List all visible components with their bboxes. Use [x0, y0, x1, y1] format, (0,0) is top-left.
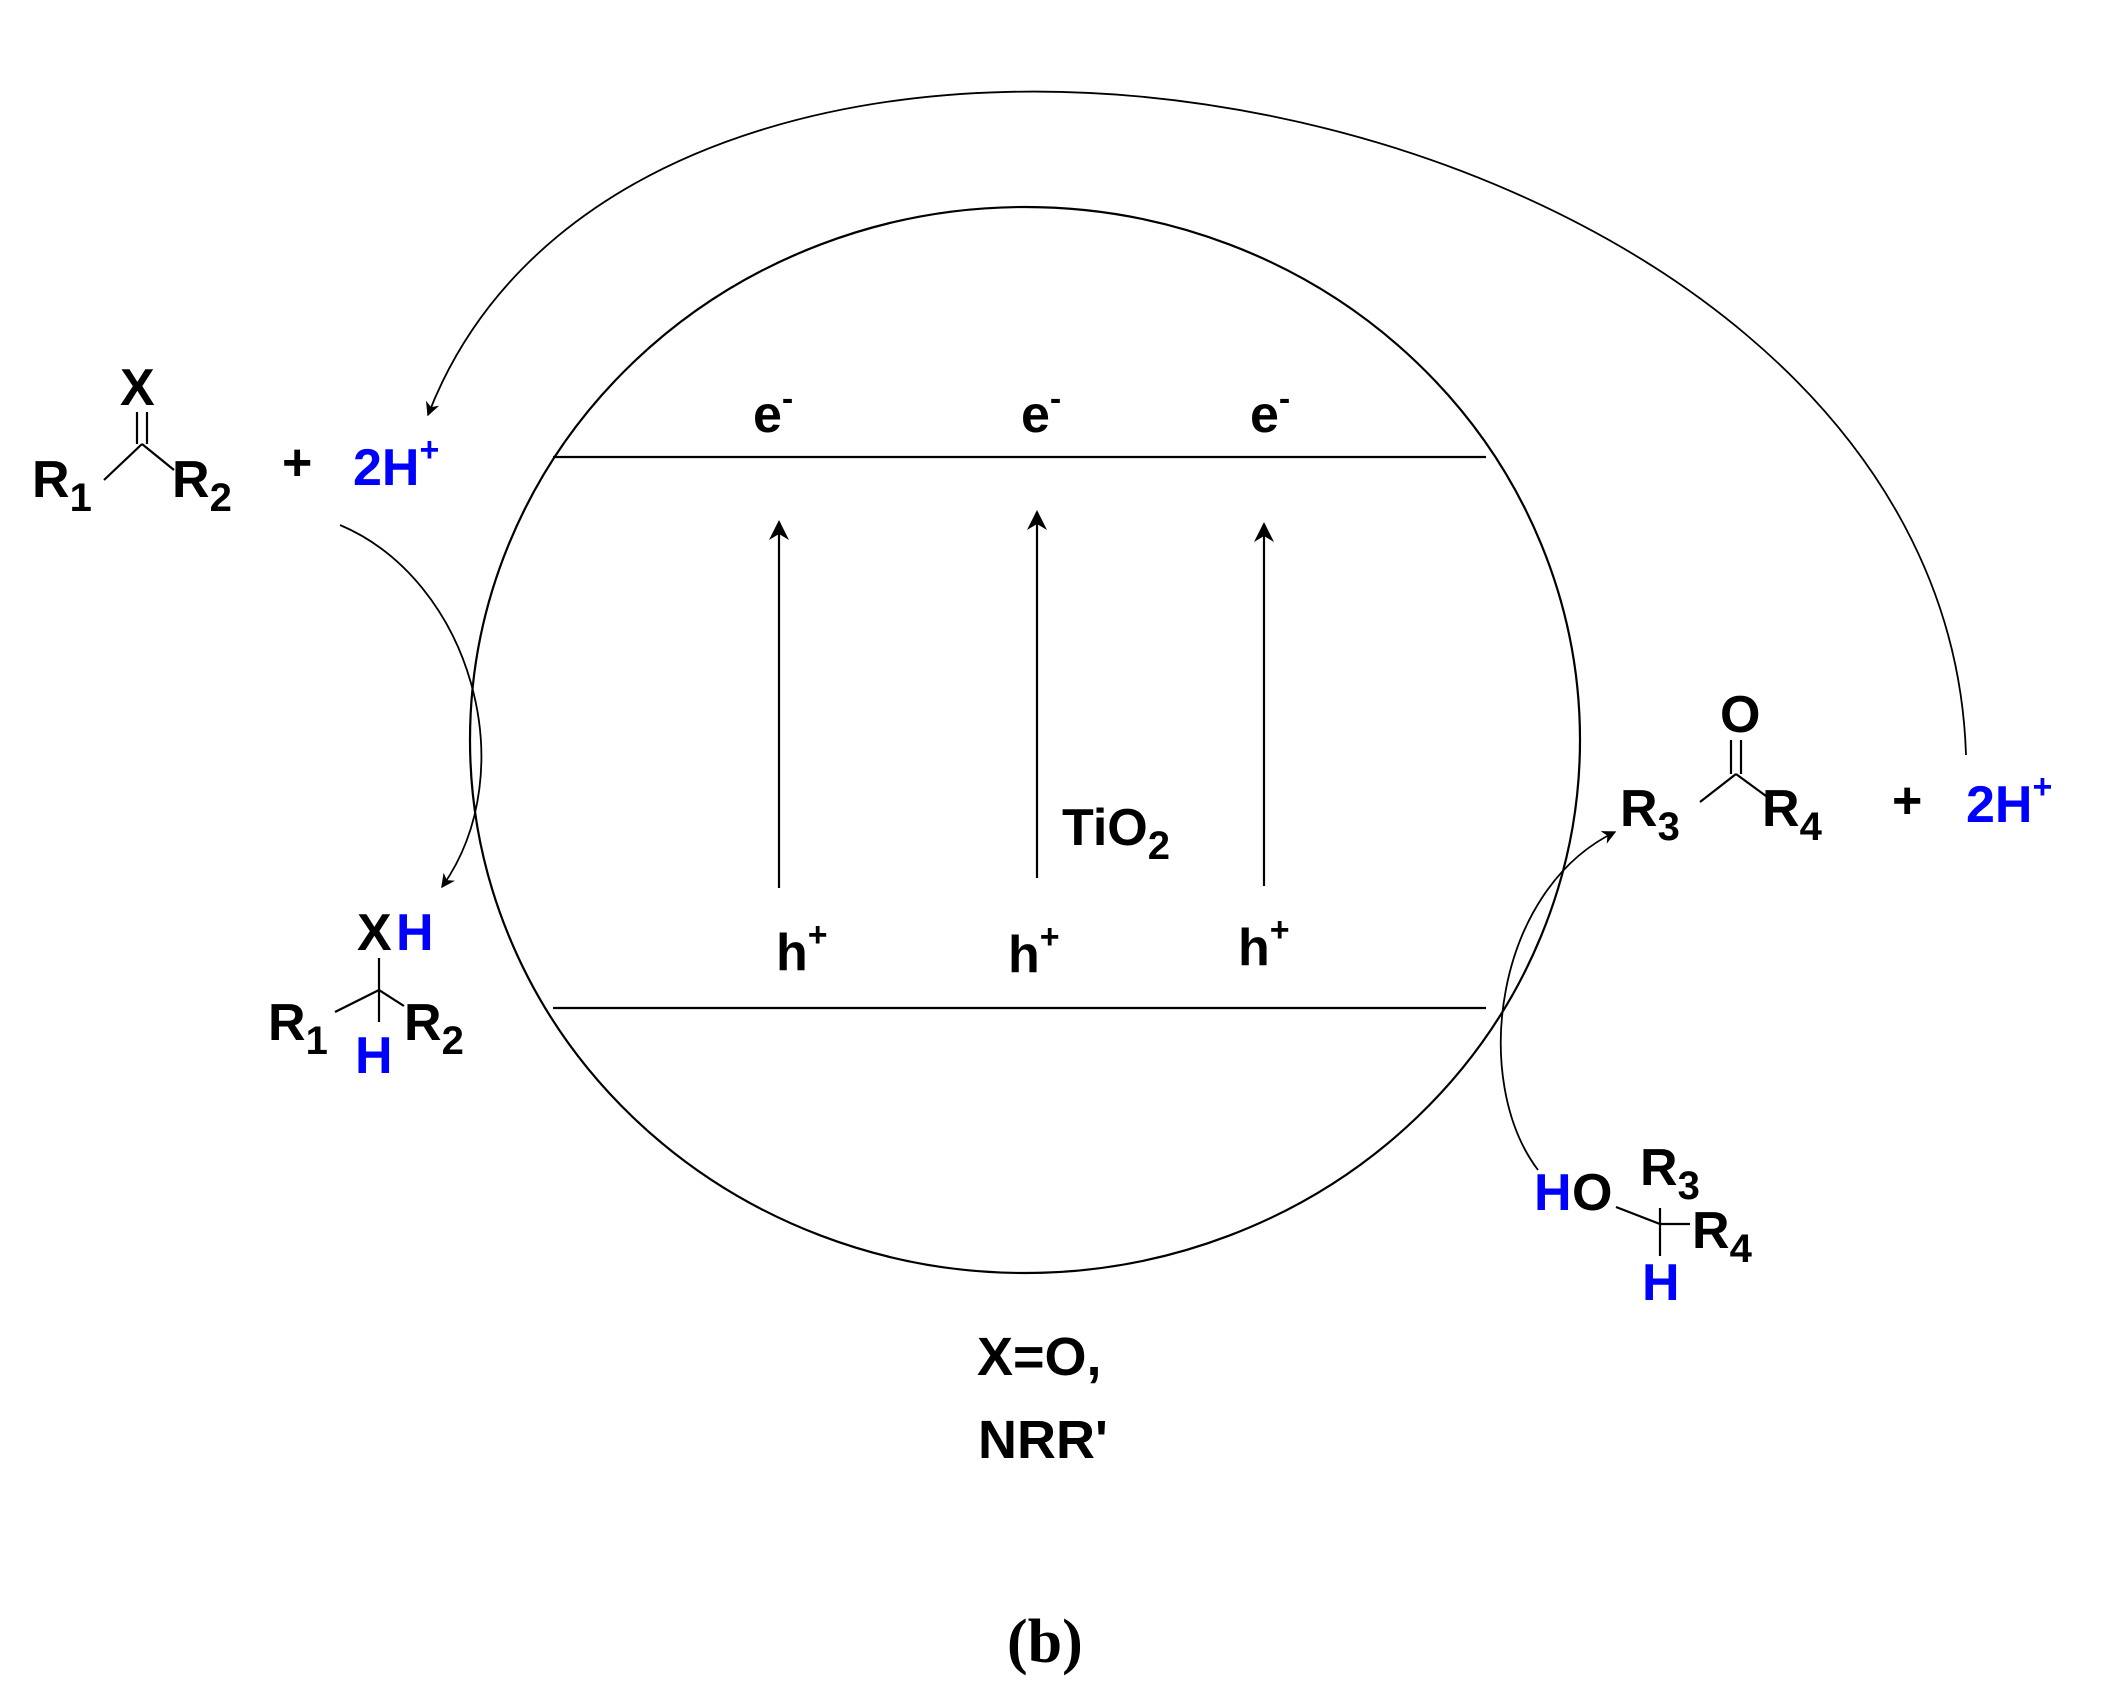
substituent-note-line1: X=O, — [977, 1327, 1102, 1387]
alcohol-bond-left — [1615, 1205, 1661, 1226]
alcohol-o-atom: O — [1572, 1164, 1612, 1222]
ketone-product: O R3 R4 — [1620, 686, 1823, 849]
product-bond-left — [334, 989, 380, 1013]
electron-label-3: e- — [1250, 380, 1290, 444]
hole-label-1: h+ — [776, 916, 828, 982]
product-r1: R1 — [268, 994, 328, 1063]
ketone-r3: R3 — [1620, 780, 1680, 849]
ketone-r4: R4 — [1762, 780, 1823, 849]
product-c-hydrogen: H — [355, 1027, 393, 1085]
hole-label-3: h+ — [1238, 911, 1290, 977]
electron-label-1: e- — [753, 380, 793, 444]
figure-caption: (b) — [1007, 1608, 1083, 1676]
reactant-protons: 2H+ — [353, 431, 439, 497]
alcohol-r3: R3 — [1640, 1139, 1700, 1208]
reactant-plus: + — [282, 434, 312, 492]
ketone-bond-left — [1699, 773, 1737, 803]
oxidized-protons: 2H+ — [1966, 768, 2052, 834]
electron-label-2: e- — [1021, 380, 1061, 444]
reactant-r1: R1 — [32, 451, 92, 520]
product-x-hydrogen: H — [396, 904, 434, 962]
reduction-arrow — [339, 524, 483, 889]
reactant-bond-right — [141, 443, 175, 471]
carbonyl-reactant: X R1 R2 — [32, 359, 232, 520]
hole-label-2: h+ — [1008, 918, 1060, 984]
ketone-bond-right — [1735, 773, 1767, 797]
proton-transfer-arc — [426, 90, 1967, 756]
substituent-note-line2: NRR' — [978, 1410, 1108, 1470]
alcohol-r4: R4 — [1692, 1202, 1753, 1271]
reduced-product: X H R1 R2 H — [268, 904, 464, 1085]
reactant-r2: R2 — [172, 451, 232, 520]
oxidized-plus: + — [1892, 772, 1922, 830]
product-x-atom: X — [357, 904, 392, 962]
alcohol-reactant: H O R3 R4 H — [1534, 1139, 1753, 1312]
ketone-o-atom: O — [1720, 686, 1760, 744]
product-r2: R2 — [404, 994, 464, 1063]
reactant-x-atom: X — [120, 359, 155, 417]
tio2-particle-circle — [468, 205, 1582, 1275]
alcohol-o-hydrogen: H — [1534, 1164, 1572, 1222]
product-bond-right — [378, 989, 405, 1007]
catalyst-label: TiO2 — [1062, 799, 1170, 868]
alcohol-c-hydrogen: H — [1642, 1254, 1680, 1312]
reactant-bond-left — [103, 443, 143, 481]
oxidation-arrow — [1499, 831, 1617, 1171]
